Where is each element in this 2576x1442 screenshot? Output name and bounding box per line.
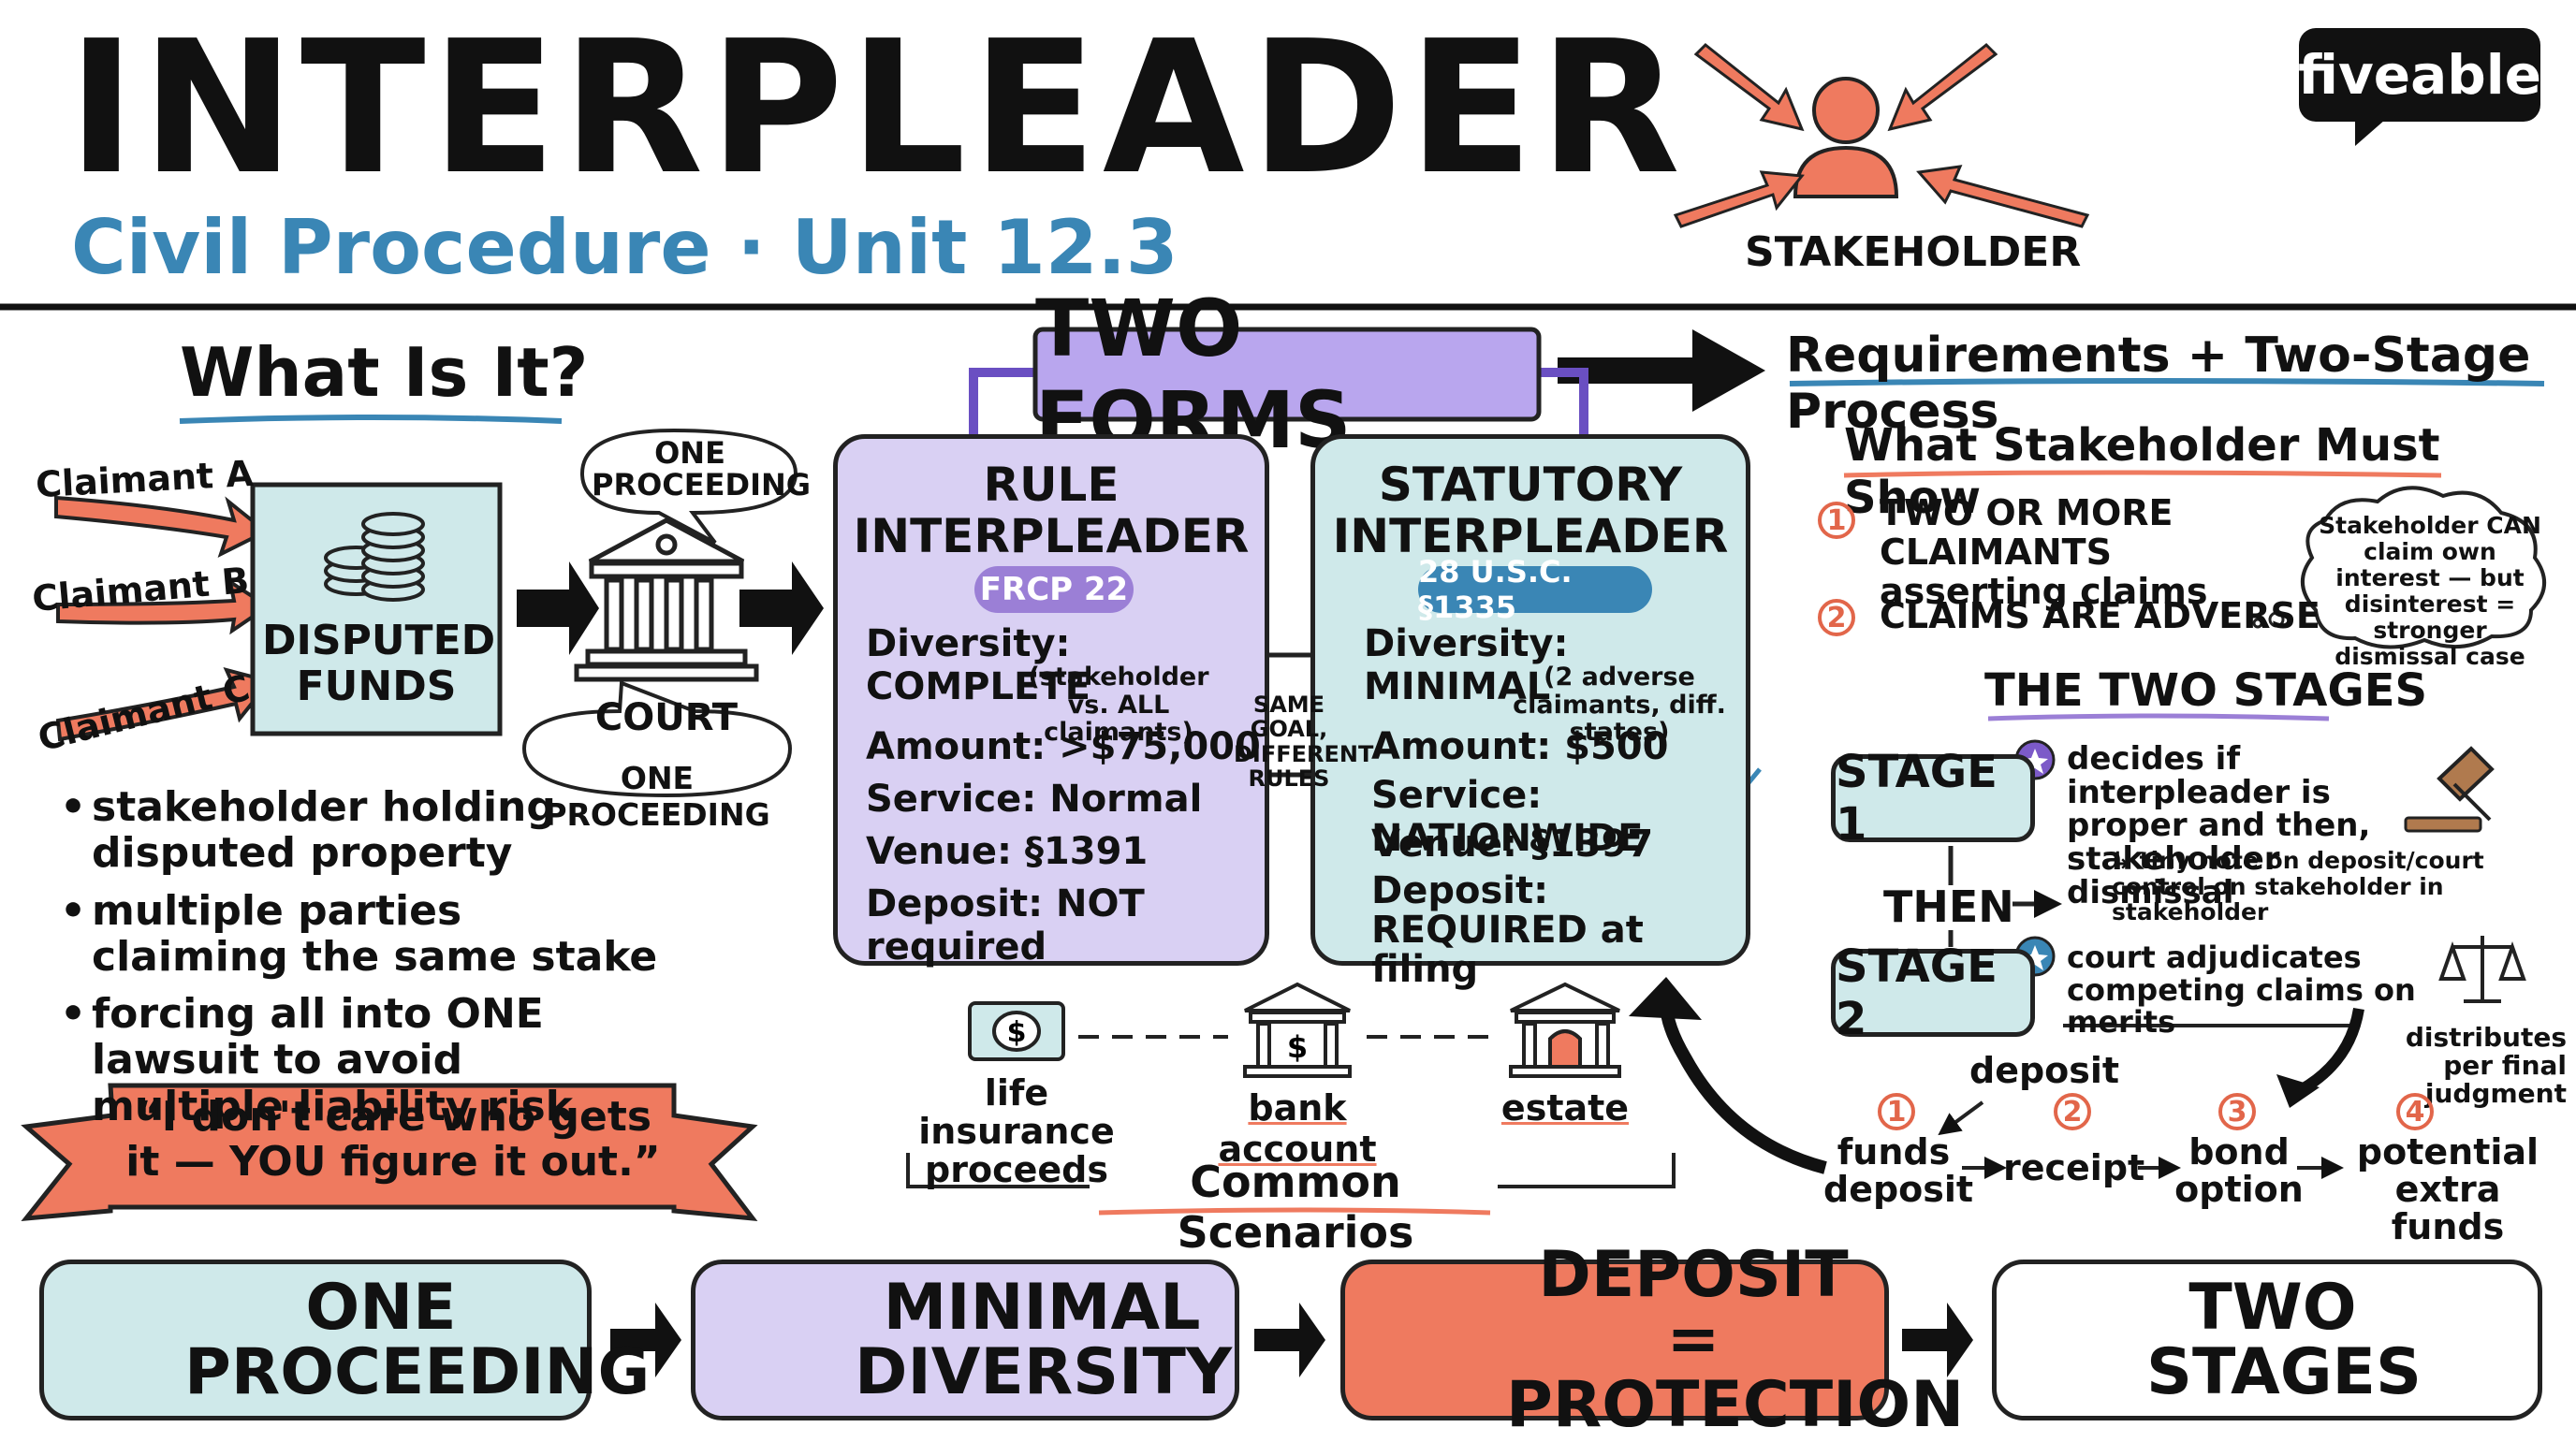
stage-1-note: ↳ tiny note on deposit/court control on … — [2112, 847, 2484, 925]
list-item: •multiple parties claiming the same stak… — [60, 886, 658, 981]
rule-badge: FRCP 22 — [974, 566, 1134, 613]
step-funds-deposit: funds deposit — [1823, 1131, 1974, 1210]
list-item: •stakeholder holding disputed property — [60, 783, 556, 878]
stakeholder-label: STAKEHOLDER — [1745, 228, 2082, 276]
step-number: 3 — [2218, 1093, 2256, 1130]
step-bond-option: bond option — [2174, 1131, 2304, 1210]
estate-icon — [1509, 982, 1621, 1078]
then-label: THEN — [1883, 881, 2014, 932]
statutory-amount: Amount: $500 — [1371, 725, 1669, 768]
deposit-label: deposit — [1969, 1050, 2120, 1091]
summary-one-proceeding: ONE PROCEEDING — [39, 1260, 650, 1420]
summary-deposit-protection: DEPOSIT = PROTECTION — [1340, 1243, 1964, 1437]
common-scenarios-title: Common Scenarios — [1177, 1157, 1414, 1258]
stage-2-desc: court adjudicates competing claims on me… — [2067, 939, 2416, 1041]
stage-1-box: STAGE 1 — [1831, 746, 2035, 851]
rule-diversity: Diversity: COMPLETE — [866, 622, 1090, 708]
statutory-interpleader-card: STATUTORY INTERPLEADER 28 U.S.C. §1335 D… — [1310, 434, 1750, 989]
disputed-funds-label: DISPUTED FUNDS — [262, 617, 496, 711]
rule-service: Service: Normal — [866, 778, 1203, 821]
step-receipt: receipt — [2003, 1147, 2145, 1188]
rule-interpleader-card: RULE INTERPLEADER FRCP 22 Diversity: COM… — [833, 434, 1269, 969]
cloud-note: Stakeholder CAN claim own interest — but… — [2319, 512, 2541, 670]
brand-logo: fiveable — [2298, 28, 2541, 122]
step-number: 1 — [1878, 1093, 1915, 1130]
must-show-title: What Stakeholder Must Show — [1844, 419, 2440, 524]
rule-venue: Venue: §1391 — [866, 830, 1149, 873]
requirements-title: Requirements + Two-Stage Process — [1786, 328, 2531, 440]
scenario-life-insurance: life insurance proceeds — [918, 1072, 1115, 1191]
quote-text: “I don't care who gets it — YOU figure i… — [125, 1093, 661, 1187]
svg-text:$: $ — [1007, 1016, 1027, 1049]
requirement-1: TWO OR MORE CLAIMANTS asserting claims — [1880, 492, 2208, 612]
rule-deposit: Deposit: NOT required — [866, 882, 1145, 969]
rule-diversity-note: (stakeholder vs. ALL claimants) — [1028, 663, 1209, 748]
rule-title: RULE INTERPLEADER — [853, 458, 1250, 563]
two-forms-banner — [1032, 327, 1542, 422]
court-building-icon — [574, 517, 759, 682]
statutory-service: Service: NATIONWIDE — [1371, 774, 1644, 860]
two-forms-title: TWO FORMS — [1035, 283, 1352, 466]
summary-two-stages: TWO STAGES — [1992, 1260, 2542, 1420]
bank-icon — [1243, 982, 1352, 1078]
page-title: INTERPLEADER — [67, 2, 1687, 215]
statutory-deposit: Deposit: REQUIRED at filing — [1371, 869, 1644, 991]
brand-tail — [2355, 120, 2385, 146]
requirement-number: 1 — [1818, 502, 1855, 539]
step-extra-funds: potential extra funds — [2356, 1131, 2539, 1247]
distributes-note: distributes per final judgment — [2405, 1022, 2567, 1110]
rule-amount: Amount: >$75,000 — [866, 725, 1261, 768]
court-label: COURT — [594, 696, 739, 739]
court-bubble-top: ONE PROCEEDING — [592, 435, 812, 503]
quote-ribbon — [21, 1083, 758, 1222]
converging-arrows-icon — [1673, 42, 2090, 228]
stakeholder-icon — [1793, 77, 1899, 198]
statutory-title: STATUTORY INTERPLEADER — [1332, 458, 1729, 563]
statutory-venue: Venue: §1397 — [1371, 823, 1654, 866]
same-goal-note: SAME GOAL, DIFFERENT RULES — [1234, 692, 1374, 793]
requirement-number: 2 — [1818, 599, 1855, 636]
step-number: 4 — [2396, 1093, 2434, 1130]
coins-icon — [324, 512, 425, 602]
step-number: 2 — [2054, 1093, 2091, 1130]
scenario-bank-account: bank account — [1218, 1087, 1377, 1170]
statutory-diversity: Diversity: MINIMAL — [1364, 622, 1569, 708]
gavel-icon — [2437, 746, 2495, 822]
list-item: •forcing all into ONE lawsuit to avoid m… — [60, 990, 573, 1130]
summary-minimal-diversity: MINIMAL DIVERSITY — [691, 1260, 1239, 1420]
statutory-diversity-note: (2 adverse claimants, diff. states) — [1513, 663, 1726, 748]
court-bubble-bottom: ONE PROCEEDING — [544, 760, 770, 833]
stage-1-desc: decides if interpleader is proper and th… — [2067, 740, 2371, 911]
stages-title: THE TWO STAGES — [1984, 664, 2428, 717]
scales-icon — [2438, 936, 2526, 1003]
money-bill-icon — [968, 1001, 1065, 1061]
scenario-estate: estate — [1500, 1087, 1630, 1129]
what-is-it-title: What Is It? — [180, 333, 589, 412]
stage-2-box: STAGE 2 — [1831, 940, 2035, 1045]
bullet-list: •stakeholder holding disputed property •… — [60, 784, 659, 1129]
requirement-2: CLAIMS ARE ADVERSE — [1880, 595, 2320, 636]
statutory-badge: 28 U.S.C. §1335 — [1418, 554, 1652, 625]
page-subtitle: Civil Procedure · Unit 12.3 — [71, 204, 1178, 291]
svg-text:$: $ — [1287, 1029, 1308, 1065]
